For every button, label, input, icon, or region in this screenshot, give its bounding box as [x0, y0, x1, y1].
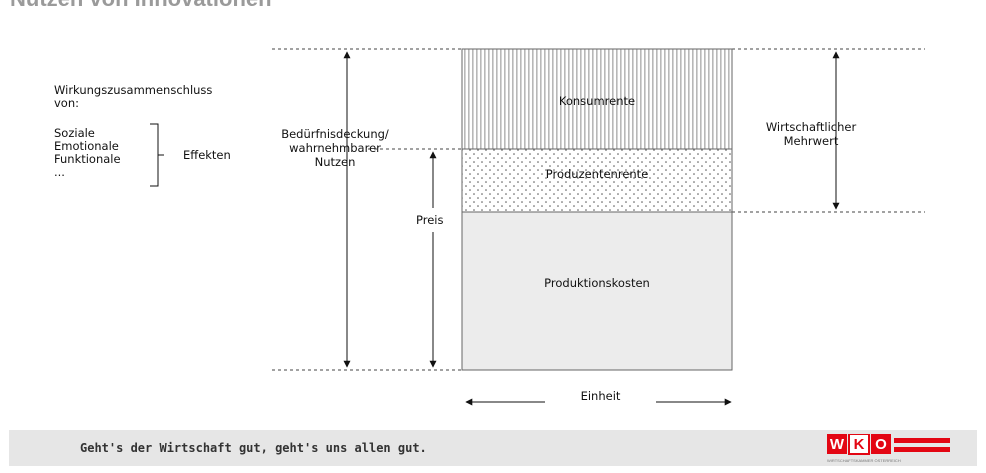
need-label-line: Nutzen [314, 155, 356, 169]
need-label: Bedürfnisdeckung/ wahrnehmbarer Nutzen [260, 127, 410, 169]
effects-bracket [150, 123, 164, 187]
logo-letter-o: O [875, 436, 887, 453]
effect-item: ... [54, 165, 65, 179]
economic-value-label: Wirtschaftlicher Mehrwert [736, 120, 886, 148]
diagram-canvas [150, 48, 925, 406]
effect-item: Soziale [54, 126, 95, 140]
segment-label-production-costs: Produktionskosten [544, 276, 650, 290]
bar-segment-consumer-surplus [461, 48, 733, 150]
need-label-line: wahrnehmbarer [289, 141, 381, 155]
wko-logo-mark: W K O WIRTSCHAFTSKAMMER ÖSTERREICH [827, 433, 950, 463]
logo-subtext: WIRTSCHAFTSKAMMER ÖSTERREICH [827, 458, 901, 463]
effects-heading-2: von: [54, 96, 80, 110]
effects-label: Effekten [183, 148, 231, 162]
economic-value-line: Wirtschaftlicher [765, 120, 857, 134]
segment-label-consumer-surplus: Konsumrente [558, 94, 636, 108]
bar-segment-production-costs [461, 211, 733, 371]
effect-item: Funktionale [54, 152, 121, 166]
logo-letter-k: K [854, 436, 865, 453]
footer-bar: Geht's der Wirtschaft gut, geht's uns al… [9, 430, 977, 466]
price-label: Preis [416, 213, 444, 227]
segment-label-producer-surplus: Produzentenrente [545, 167, 649, 181]
bar-segment-producer-surplus [461, 148, 733, 213]
effect-item: Emotionale [54, 139, 119, 153]
unit-label: Einheit [580, 389, 621, 403]
page-title: Nutzen von Innovationen [10, 0, 272, 12]
innovation-value-diagram: Wirkungszusammenschluss von: Soziale Emo… [54, 48, 925, 406]
logo-letter-w: W [830, 436, 845, 453]
effects-heading: Wirkungszusammenschluss [54, 83, 213, 97]
need-label-line: Bedürfnisdeckung/ [281, 127, 389, 141]
footer-slogan: Geht's der Wirtschaft gut, geht's uns al… [80, 441, 427, 455]
wko-logo: W K O WIRTSCHAFTSKAMMER ÖSTERREICH [827, 433, 957, 464]
economic-value-line: Mehrwert [783, 134, 839, 148]
